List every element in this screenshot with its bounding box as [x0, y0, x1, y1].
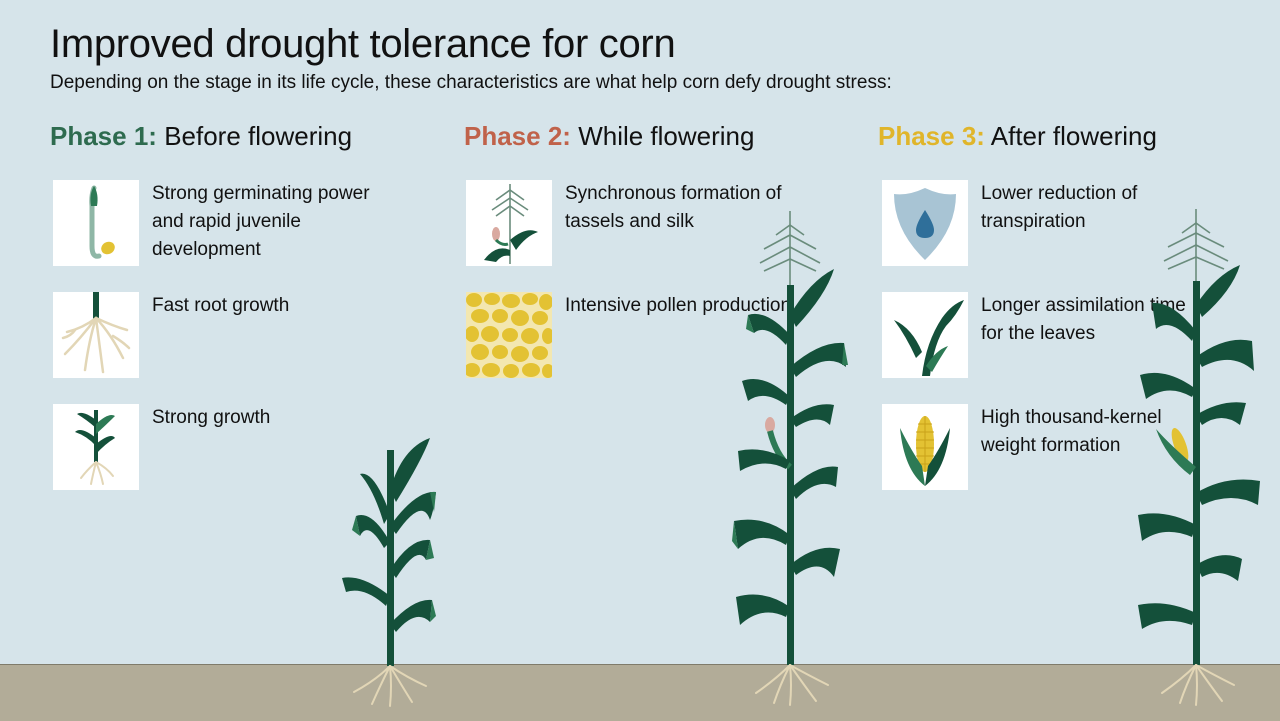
phase-3-label: Phase 3:	[878, 121, 985, 151]
phase-2-item-tassels: Synchronous formation of tassels and sil…	[466, 180, 846, 266]
phase-3-item-3-text: High thousand-kernel weight formation	[981, 407, 1162, 456]
phase-1-item-1-text: Strong germinating power and rapid juven…	[152, 183, 370, 260]
phase-3-item-transpiration: Lower reduction of transpiration	[882, 180, 1262, 266]
phase-3-item-2-text: Longer assimilation time for the leaves	[981, 295, 1186, 344]
corn-cob-icon	[882, 404, 968, 490]
phase-3-item-1-text: Lower reduction of transpiration	[981, 183, 1138, 232]
phase-2-item-2-text: Intensive pollen production	[565, 295, 792, 316]
phase-3-item-assimilation: Longer assimilation time for the leaves	[882, 292, 1262, 378]
leaves-icon	[882, 292, 968, 378]
phase-3-item-kernel: High thousand-kernel weight formation	[882, 404, 1262, 490]
phase-1-item-2-text: Fast root growth	[152, 295, 290, 316]
phase-1-label: Phase 1:	[50, 121, 157, 151]
phase-2-heading: Phase 2: While flowering	[464, 121, 754, 152]
page-subtitle: Depending on the stage in its life cycle…	[50, 72, 892, 93]
phase-1-heading: Phase 1: Before flowering	[50, 121, 352, 152]
young-plant-icon	[53, 404, 139, 490]
roots-icon	[53, 292, 139, 378]
phase-2-item-pollen: Intensive pollen production	[466, 292, 846, 378]
flowering-corn-plant	[732, 211, 848, 706]
phase-2-name: While flowering	[578, 121, 755, 151]
phase-1-item-3-text: Strong growth	[152, 407, 271, 428]
phase-2-item-1-text: Synchronous formation of tassels and sil…	[565, 183, 782, 232]
tassel-silk-icon	[466, 180, 552, 266]
pollen-icon	[466, 292, 552, 378]
page-title: Improved drought tolerance for corn	[50, 22, 676, 66]
phase-3-name: After flowering	[990, 121, 1157, 151]
phase-1-item-roots: Fast root growth	[53, 292, 433, 378]
phase-3-heading: Phase 3: After flowering	[878, 121, 1157, 152]
phase-1-item-growth: Strong growth	[53, 404, 433, 490]
mature-corn-plant	[1138, 209, 1260, 706]
young-corn-plant	[342, 438, 436, 707]
shield-droplet-icon	[882, 180, 968, 266]
phase-2-label: Phase 2:	[464, 121, 571, 151]
phase-1-name: Before flowering	[164, 121, 353, 151]
germinating-seed-icon	[53, 180, 139, 266]
phase-1-item-germination: Strong germinating power and rapid juven…	[53, 180, 433, 266]
ground	[0, 664, 1280, 721]
